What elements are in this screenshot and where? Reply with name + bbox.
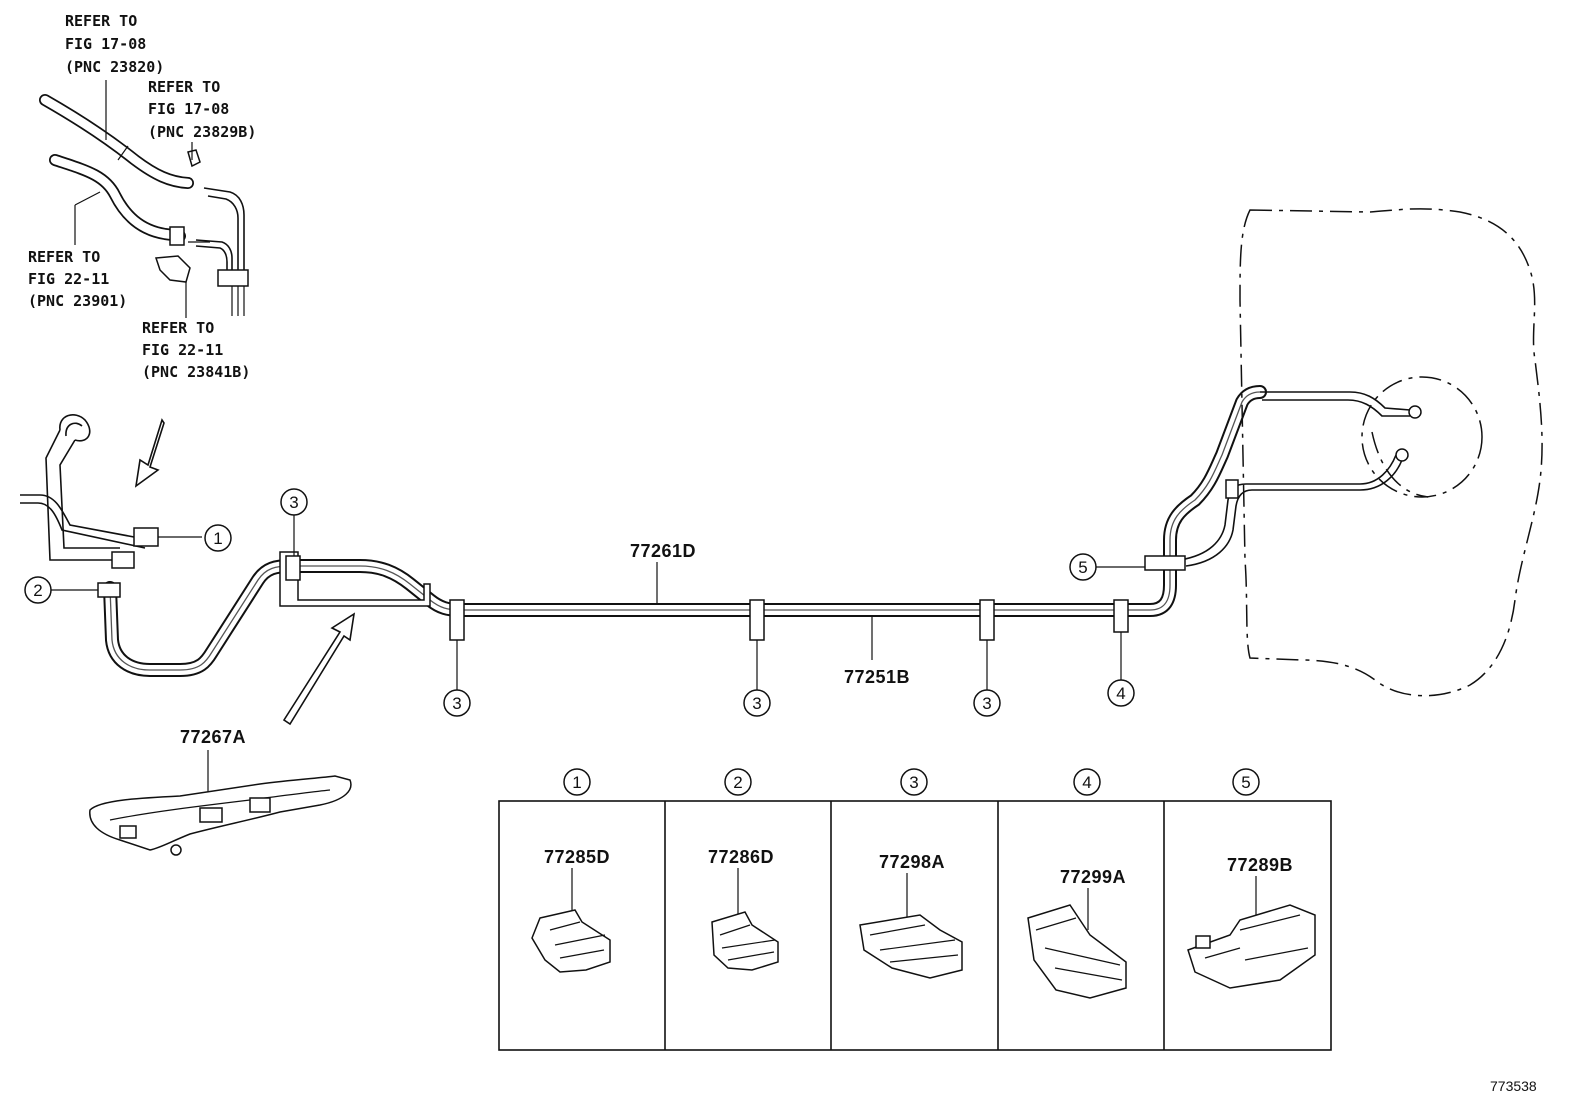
- reference-note-23841b: REFER TO FIG 22-11 (PNC 23841B): [142, 319, 250, 381]
- ref-line: REFER TO: [142, 319, 214, 337]
- callout-3-b: 3: [743, 640, 771, 717]
- filler-hose-detail: [39, 80, 249, 318]
- svg-text:2: 2: [33, 581, 42, 600]
- svg-text:77298A: 77298A: [879, 852, 945, 872]
- ref-line: FIG 22-11: [142, 341, 223, 359]
- callout-3-c: 3: [973, 640, 1001, 717]
- clamp-col-3: 3 77298A: [859, 768, 963, 979]
- svg-text:5: 5: [1078, 558, 1087, 577]
- svg-text:77299A: 77299A: [1060, 867, 1126, 887]
- callout-4: 4: [1107, 632, 1135, 707]
- svg-text:77251B: 77251B: [844, 667, 910, 687]
- left-pipe-assembly: [20, 414, 202, 569]
- svg-text:77285D: 77285D: [544, 847, 610, 867]
- callout-3-bracket: 3: [280, 488, 308, 556]
- svg-text:3: 3: [752, 694, 761, 713]
- ref-line: FIG 17-08: [148, 100, 229, 118]
- protector-view-arrow-icon: [282, 612, 356, 726]
- svg-text:3: 3: [452, 694, 461, 713]
- clamp-col-2: 2 77286D: [708, 768, 779, 971]
- callout-3-a: 3: [443, 640, 471, 717]
- figure-number: 773538: [1490, 1078, 1537, 1094]
- svg-text:3: 3: [982, 694, 991, 713]
- ref-line: (PNC 23901): [28, 292, 127, 310]
- svg-text:5: 5: [1241, 773, 1250, 792]
- ref-line: REFER TO: [148, 78, 220, 96]
- ref-line: (PNC 23829B): [148, 123, 256, 141]
- ref-line: (PNC 23820): [65, 58, 164, 76]
- clamp-col-4: 4 77299A: [1027, 768, 1127, 999]
- fuel-tank-outline: [1239, 208, 1543, 697]
- svg-text:3: 3: [289, 493, 298, 512]
- ref-line: REFER TO: [28, 248, 100, 266]
- callout-5: 5: [1069, 553, 1145, 581]
- reference-note-23901: REFER TO FIG 22-11 (PNC 23901): [28, 248, 127, 310]
- clamp-col-1: 1 77285D: [531, 768, 611, 973]
- svg-text:4: 4: [1082, 773, 1091, 792]
- svg-text:1: 1: [213, 529, 222, 548]
- tube-lower-label: 77251B: [844, 616, 910, 687]
- svg-text:77286D: 77286D: [708, 847, 774, 867]
- callout-1: 1: [204, 524, 232, 552]
- svg-text:77261D: 77261D: [630, 541, 696, 561]
- tube-upper-label: 77261D: [630, 541, 696, 604]
- ref-line: REFER TO: [65, 12, 137, 30]
- ref-line: FIG 17-08: [65, 35, 146, 53]
- svg-text:3: 3: [909, 773, 918, 792]
- view-arrow-icon: [134, 418, 165, 488]
- protector-part: 77267A: [89, 727, 352, 856]
- reference-note-23829b: REFER TO FIG 17-08 (PNC 23829B): [148, 78, 256, 141]
- ref-line: FIG 22-11: [28, 270, 109, 288]
- svg-text:1: 1: [572, 773, 581, 792]
- svg-text:77289B: 77289B: [1227, 855, 1293, 875]
- svg-text:4: 4: [1116, 684, 1125, 703]
- callout-2: 2: [24, 576, 121, 604]
- ref-line: (PNC 23841B): [142, 363, 250, 381]
- svg-text:2: 2: [733, 773, 742, 792]
- clamp-col-5: 5 77289B: [1187, 768, 1316, 989]
- reference-note-23820: REFER TO FIG 17-08 (PNC 23820): [65, 12, 164, 76]
- svg-text:77267A: 77267A: [180, 727, 246, 747]
- protector-bracket: [279, 551, 431, 607]
